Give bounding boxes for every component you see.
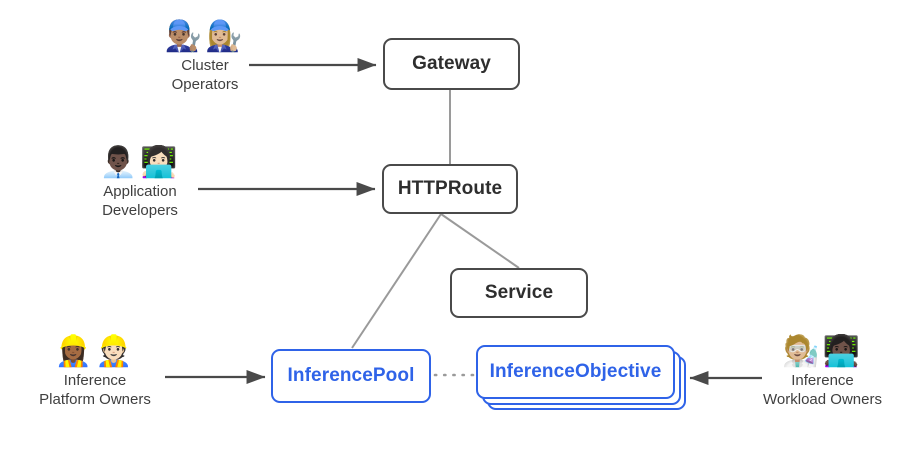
persona-application-developers[interactable]: 👨🏿‍💼👩🏻‍💻 Application Developers [75, 147, 205, 220]
node-httproute[interactable]: HTTPRoute [382, 164, 518, 214]
node-gateway[interactable]: Gateway [383, 38, 520, 90]
edge-httproute-inferencepool [351, 213, 442, 349]
node-inferencepool[interactable]: InferencePool [271, 349, 431, 403]
persona-inference-workload-owners[interactable]: 🧑🏼‍🔬👩🏿‍💻 Inference Workload Owners [745, 336, 900, 409]
node-inferencepool-label: InferencePool [287, 365, 415, 387]
node-inferenceobjective-label: InferenceObjective [489, 361, 662, 383]
persona-cluster-operators[interactable]: 👨🏽‍🔧👩🏼‍🔧 Cluster Operators [140, 21, 270, 94]
inference-platform-owners-avatar-icon: 👷🏾‍♀️👷🏻 [54, 335, 136, 368]
inference-workload-owners-label: Inference Workload Owners [763, 371, 882, 408]
cluster-operators-avatar-icon: 👨🏽‍🔧👩🏼‍🔧 [164, 20, 246, 53]
inference-workload-owners-avatar-icon: 🧑🏼‍🔬👩🏿‍💻 [782, 335, 863, 368]
application-developers-avatar-icon: 👨🏿‍💼👩🏻‍💻 [99, 146, 181, 179]
edge-httproute-service [440, 213, 520, 269]
persona-inference-platform-owners[interactable]: 👷🏾‍♀️👷🏻 Inference Platform Owners [20, 336, 170, 409]
application-developers-label: Application Developers [102, 182, 178, 219]
node-gateway-label: Gateway [412, 53, 491, 75]
cluster-operators-label: Cluster Operators [171, 56, 239, 93]
node-service-label: Service [484, 282, 554, 304]
node-inferenceobjective-stack[interactable]: InferenceObjective [476, 345, 696, 417]
node-httproute-label: HTTPRoute [397, 178, 503, 200]
inference-platform-owners-label: Inference Platform Owners [39, 371, 151, 408]
node-service[interactable]: Service [450, 268, 588, 318]
node-inferenceobjective[interactable]: InferenceObjective [476, 345, 675, 399]
